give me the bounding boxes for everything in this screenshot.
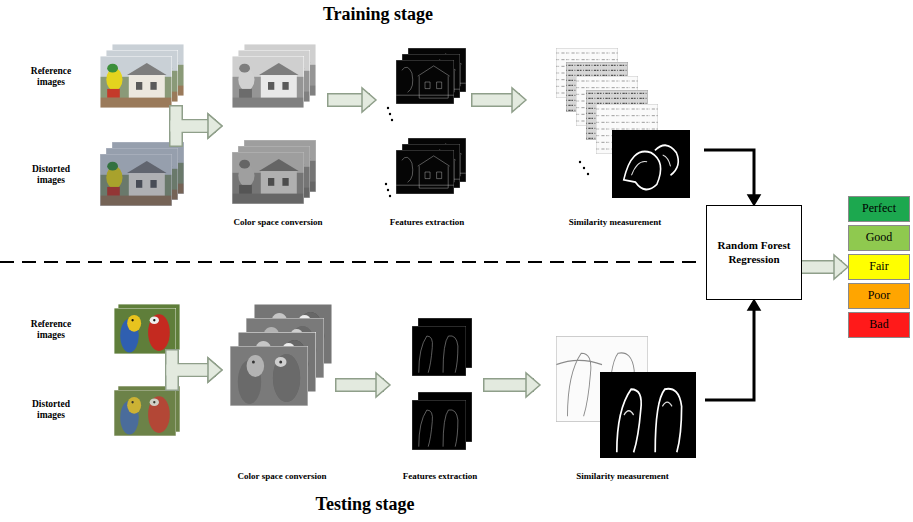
node-label: Fair <box>869 260 888 273</box>
ellipsis-dot <box>389 195 391 197</box>
caption: Color space conversion <box>234 217 323 228</box>
image-group: Color space conversion <box>222 300 342 482</box>
arrow-shaft <box>172 370 209 384</box>
block-arrow <box>802 255 848 279</box>
image-thumbnail <box>232 152 304 204</box>
block-arrow <box>342 373 390 397</box>
arrow-shaft <box>478 95 513 106</box>
quality-level: Bad <box>848 312 910 338</box>
ellipsis-dot <box>389 113 391 115</box>
image-group: Features extraction <box>376 40 478 228</box>
flow-arrow <box>704 150 760 205</box>
connectors <box>172 88 848 400</box>
image-group: Reference images <box>24 42 188 112</box>
block-arrow <box>172 358 222 384</box>
arrow-shaft <box>342 380 377 391</box>
caption: Color space conversion <box>238 471 327 482</box>
arrow-outline <box>334 93 363 107</box>
arrow-head <box>512 88 526 112</box>
image-thumbnail <box>232 56 304 108</box>
feature-map <box>412 326 466 376</box>
stage-title: Training stage <box>278 4 478 25</box>
arrow-head <box>376 373 390 397</box>
arrow-outline <box>342 378 377 392</box>
similarity-map <box>600 372 696 458</box>
caption: Similarity measurement <box>569 217 662 228</box>
gray-image-stack <box>230 304 332 406</box>
image-group: Reference images <box>24 304 184 356</box>
connector-outlines <box>172 100 835 385</box>
arrow-head <box>526 373 540 397</box>
image-group: Distorted images <box>24 384 184 436</box>
quality-level: Perfect <box>848 196 910 222</box>
image-group: Features extraction <box>390 300 490 482</box>
arrow-outline <box>802 260 835 274</box>
arrow-shaft <box>705 309 754 400</box>
image-thumbnail <box>100 154 172 206</box>
image-thumbnail <box>114 390 176 436</box>
ellipsis-dot <box>391 119 393 121</box>
caption: Features extraction <box>390 217 465 228</box>
side-label: Reference images <box>24 319 78 341</box>
node-label: Good <box>866 231 893 244</box>
arrow-shaft <box>490 380 527 391</box>
node-label: Random Forest Regression <box>711 239 797 267</box>
similarity-map <box>612 130 690 198</box>
flow-arrow <box>705 300 760 400</box>
node-label: Bad <box>869 318 888 331</box>
arrow-outline <box>176 126 209 140</box>
caption: Features extraction <box>403 471 478 482</box>
arrow-shaft <box>704 150 754 196</box>
ellipsis-dot <box>579 161 581 163</box>
arrow-outline <box>478 93 513 107</box>
arrow-shaft <box>176 126 209 140</box>
image-group: Color space conversion <box>222 40 334 228</box>
arrow-shaft <box>334 95 363 106</box>
ellipsis-dot <box>387 189 389 191</box>
arrow-head <box>748 300 760 310</box>
quality-level: Fair <box>848 254 910 280</box>
ellipsis-dot <box>387 107 389 109</box>
block-arrow <box>490 373 540 397</box>
arrow-shaft <box>802 262 835 273</box>
side-label: Distorted images <box>24 399 78 421</box>
arrow-head <box>208 114 222 138</box>
arrow-head <box>208 358 222 382</box>
image-group: Similarity measurement <box>540 300 705 482</box>
ellipsis-dot <box>583 167 585 169</box>
arrow-outline <box>490 378 527 392</box>
side-label: Reference images <box>24 66 78 88</box>
image-thumbnail <box>114 308 176 354</box>
image-thumbnail <box>100 56 172 108</box>
arrow-head <box>208 358 222 382</box>
stage-separator <box>0 261 700 263</box>
block-arrow <box>478 88 526 112</box>
node-label: Poor <box>868 289 891 302</box>
node-label: Perfect <box>862 202 896 215</box>
ellipsis-dot <box>587 173 589 175</box>
feature-map <box>396 150 454 194</box>
caption: Similarity measurement <box>576 471 669 482</box>
process-box: Random Forest Regression <box>706 205 802 300</box>
feature-map <box>412 400 466 450</box>
quality-level: Poor <box>848 283 910 309</box>
image-thumbnail <box>230 346 308 406</box>
arrow-head <box>208 114 222 138</box>
arrow-outline <box>172 370 209 384</box>
image-group: Similarity measurement <box>526 40 704 228</box>
arrow-head <box>834 255 848 279</box>
ellipsis-dot <box>385 183 387 185</box>
quality-level: Good <box>848 225 910 251</box>
side-label: Distorted images <box>24 164 78 186</box>
image-group: Distorted images <box>24 140 188 210</box>
feature-map <box>396 60 454 104</box>
gray-image-stack <box>232 44 316 204</box>
block-arrow <box>176 114 222 140</box>
arrow-head <box>748 195 760 205</box>
block-arrow <box>334 88 376 112</box>
stage-title: Testing stage <box>265 494 465 515</box>
arrow-head <box>362 88 376 112</box>
